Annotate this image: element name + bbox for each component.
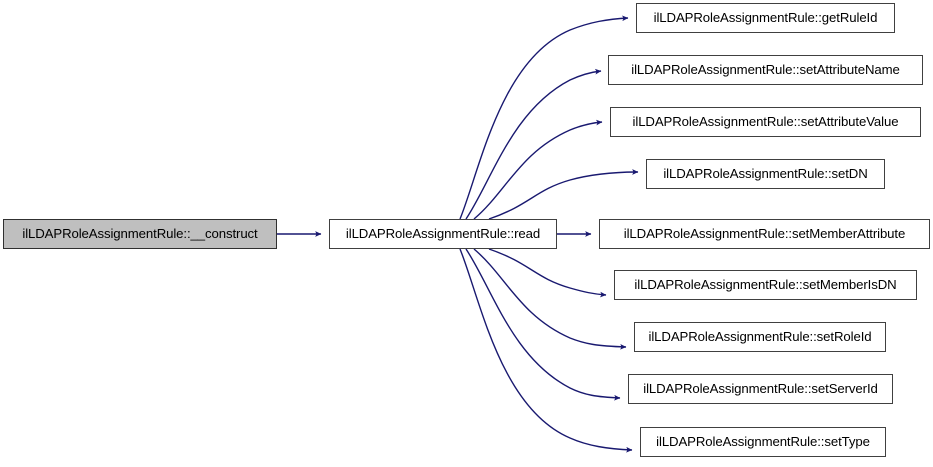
graph-node-read[interactable]: ilLDAPRoleAssignmentRule::read (329, 219, 557, 249)
graph-node-setServerId[interactable]: ilLDAPRoleAssignmentRule::setServerId (628, 374, 893, 404)
edge-read-to-setAttributeValue (473, 119, 603, 220)
edge-read-to-getRuleId (459, 15, 629, 220)
graph-node-label: ilLDAPRoleAssignmentRule::setAttributeNa… (631, 62, 900, 78)
graph-node-setMemberAttribute[interactable]: ilLDAPRoleAssignmentRule::setMemberAttri… (599, 219, 930, 249)
graph-node-label: ilLDAPRoleAssignmentRule::getRuleId (653, 10, 878, 26)
edge-read-to-setDN (488, 169, 639, 220)
graph-node-construct[interactable]: ilLDAPRoleAssignmentRule::__construct (3, 219, 277, 249)
graph-node-label: ilLDAPRoleAssignmentRule::setMemberIsDN (634, 277, 897, 293)
graph-node-label: ilLDAPRoleAssignmentRule::setDN (663, 166, 868, 182)
graph-node-label: ilLDAPRoleAssignmentRule::__construct (22, 226, 258, 242)
graph-node-label: ilLDAPRoleAssignmentRule::setType (656, 434, 870, 450)
graph-node-setType[interactable]: ilLDAPRoleAssignmentRule::setType (640, 427, 886, 457)
graph-node-setAttributeValue[interactable]: ilLDAPRoleAssignmentRule::setAttributeVa… (610, 107, 921, 137)
graph-node-label: ilLDAPRoleAssignmentRule::setAttributeVa… (632, 114, 899, 130)
graph-node-setDN[interactable]: ilLDAPRoleAssignmentRule::setDN (646, 159, 885, 189)
edge-read-to-setMemberIsDN (488, 248, 607, 298)
graph-node-label: ilLDAPRoleAssignmentRule::setRoleId (648, 329, 872, 345)
graph-node-getRuleId[interactable]: ilLDAPRoleAssignmentRule::getRuleId (636, 3, 895, 33)
graph-node-label: ilLDAPRoleAssignmentRule::read (345, 226, 541, 242)
graph-node-setAttributeName[interactable]: ilLDAPRoleAssignmentRule::setAttributeNa… (608, 55, 923, 85)
edge-read-to-setServerId (465, 248, 621, 401)
edge-read-to-setRoleId (473, 248, 627, 350)
graph-node-label: ilLDAPRoleAssignmentRule::setServerId (643, 381, 878, 397)
graph-node-label: ilLDAPRoleAssignmentRule::setMemberAttri… (623, 226, 906, 242)
graph-node-setMemberIsDN[interactable]: ilLDAPRoleAssignmentRule::setMemberIsDN (614, 270, 917, 300)
graph-node-setRoleId[interactable]: ilLDAPRoleAssignmentRule::setRoleId (634, 322, 886, 352)
edge-read-to-setType (459, 248, 633, 453)
edge-read-to-setAttributeName (465, 68, 602, 220)
